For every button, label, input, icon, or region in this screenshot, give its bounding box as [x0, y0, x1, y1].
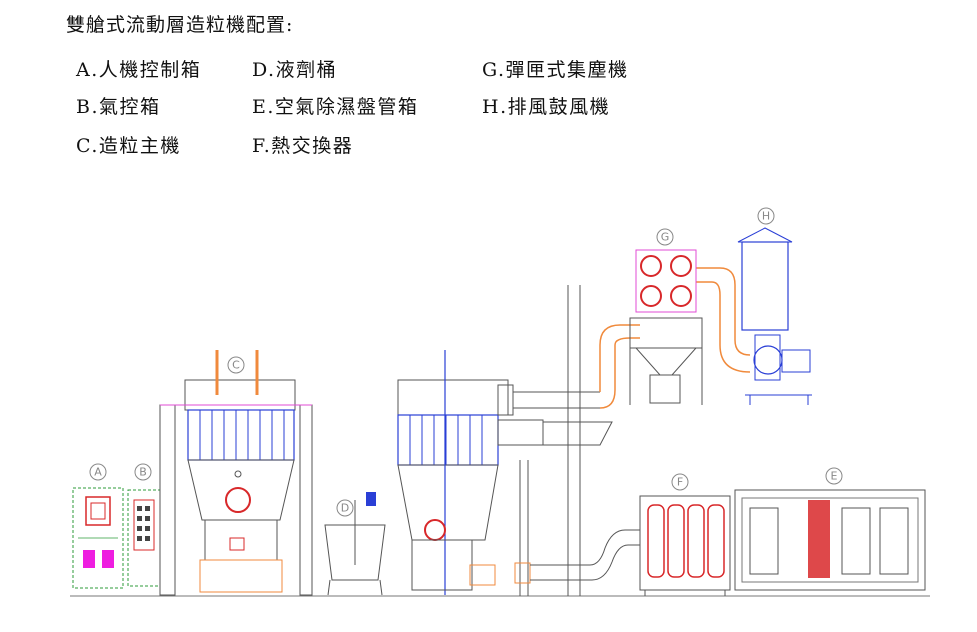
marker-e: E — [831, 470, 838, 483]
marker-a: A — [94, 466, 102, 479]
hmi-control-box — [72, 487, 124, 589]
marker-d-circle — [336, 499, 354, 517]
legend-item-d: D.液劑桶 — [252, 59, 338, 81]
marker-c-circle — [227, 356, 245, 374]
marker-f-circle — [671, 473, 689, 491]
legend-item-b: B.氣控箱 — [76, 96, 161, 118]
marker-c: C — [232, 359, 240, 372]
marker-a-circle — [89, 463, 107, 481]
marker-b: B — [139, 466, 147, 479]
exhaust-blower — [737, 227, 812, 405]
heat-exchanger — [639, 495, 731, 596]
cartridge-dust-collector — [629, 249, 703, 405]
marker-e-circle — [825, 467, 843, 485]
marker-h-circle — [757, 207, 775, 225]
marker-h: H — [762, 210, 770, 223]
marker-g-circle — [656, 228, 674, 246]
legend-item-e: E.空氣除濕盤管箱 — [252, 96, 419, 118]
dehumidifying-coil-box — [734, 489, 926, 591]
marker-d: D — [341, 502, 349, 515]
marker-b-circle — [134, 463, 152, 481]
legend-item-a: A.人機控制箱 — [76, 59, 202, 81]
granulator-side-view — [397, 350, 509, 595]
marker-f: F — [677, 476, 683, 489]
diagram-title: 雙艙式流動層造粒機配置: — [66, 14, 294, 36]
marker-g: G — [661, 231, 670, 244]
legend-item-g: G.彈匣式集塵機 — [482, 59, 629, 81]
liquid-tank — [324, 492, 386, 596]
granulator-main-unit — [159, 350, 313, 596]
legend-item-h: H.排風鼓風機 — [482, 96, 611, 118]
legend-item-c: C.造粒主機 — [76, 135, 181, 157]
ductwork — [497, 267, 751, 596]
pneumatic-control-box — [127, 489, 161, 587]
legend-item-f: F.熱交換器 — [252, 135, 354, 157]
